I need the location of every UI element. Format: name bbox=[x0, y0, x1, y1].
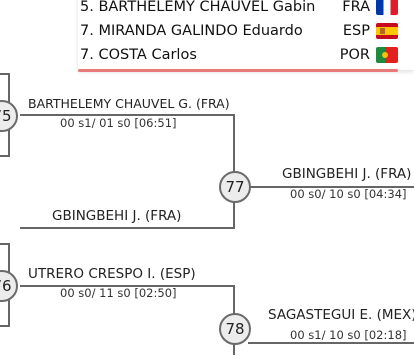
bracket-line bbox=[20, 114, 234, 116]
match77-opponent[interactable]: GBINGBEHI J. (FRA) bbox=[52, 208, 182, 224]
match76-score: 00 s0/ 11 s0 [02:50] bbox=[60, 286, 177, 300]
bracket-line bbox=[0, 243, 8, 245]
match76-winner[interactable]: UTRERO CRESPO I. (ESP) bbox=[28, 266, 196, 282]
ranking-country: FRA bbox=[342, 0, 370, 15]
bracket-line bbox=[0, 73, 8, 75]
ranking-row[interactable]: 7. MIRANDA GALINDO Eduardo ESP bbox=[78, 20, 398, 42]
bracket-line bbox=[20, 227, 235, 229]
match77-score: 00 s0/ 10 s0 [04:34] bbox=[290, 187, 407, 201]
bracket-line bbox=[0, 155, 10, 157]
match78-score: 00 s1/ 10 s0 [02:18] bbox=[290, 328, 407, 342]
ranking-country: ESP bbox=[342, 23, 370, 39]
ranking-country: POR bbox=[339, 47, 370, 63]
match75-score: 00 s1/ 01 s0 [06:51] bbox=[60, 116, 177, 130]
bracket-line bbox=[248, 342, 414, 344]
fra-flag-icon bbox=[376, 0, 398, 15]
match-node-76[interactable]: 76 bbox=[0, 270, 18, 302]
ranking-name: 5. BARTHELEMY CHAUVEL Gabin bbox=[80, 0, 316, 15]
match-node-75[interactable]: 75 bbox=[0, 100, 18, 132]
match78-winner[interactable]: SAGASTEGUI E. (MEX) bbox=[268, 307, 414, 323]
ranking-name: 7. MIRANDA GALINDO Eduardo bbox=[80, 23, 303, 39]
match75-winner[interactable]: BARTHELEMY CHAUVEL G. (FRA) bbox=[28, 96, 230, 111]
match-node-77[interactable]: 77 bbox=[219, 171, 251, 203]
ranking-row[interactable]: 7. COSTA Carlos POR bbox=[78, 44, 398, 66]
ranking-underline bbox=[78, 69, 398, 72]
match77-winner[interactable]: GBINGBEHI J. (FRA) bbox=[282, 166, 412, 182]
ranking-name: 7. COSTA Carlos bbox=[80, 47, 197, 63]
bracket-line bbox=[20, 285, 234, 287]
ranking-row[interactable]: 5. BARTHELEMY CHAUVEL Gabin FRA bbox=[78, 0, 398, 18]
bracket-line bbox=[0, 325, 10, 327]
ranking-panel: 5. BARTHELEMY CHAUVEL Gabin FRA 7. MIRAN… bbox=[78, 0, 414, 70]
match-node-78[interactable]: 78 bbox=[219, 313, 251, 345]
esp-flag-icon bbox=[376, 23, 398, 39]
bracket-line bbox=[248, 186, 414, 188]
por-flag-icon bbox=[376, 47, 398, 63]
